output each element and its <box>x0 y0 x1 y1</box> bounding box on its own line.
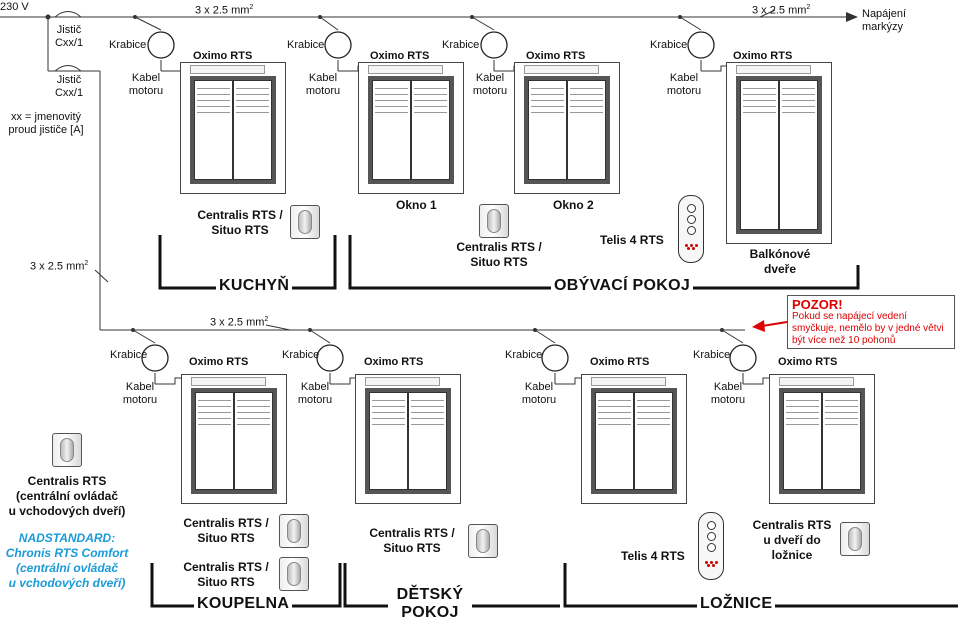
warning-title: POZOR! <box>792 297 843 312</box>
motor-label: Oximo RTS <box>370 50 430 62</box>
cable-spec-top: 3 x 2.5 mm2 <box>195 4 254 17</box>
window-2-label: Okno 2 <box>553 198 594 212</box>
window-bathroom <box>181 374 287 504</box>
motor-label: Oximo RTS <box>526 50 586 62</box>
wall-switch-icon <box>52 433 82 467</box>
telis-label-bedroom: Telis 4 RTS <box>621 549 685 563</box>
wall-switch-icon <box>279 557 309 591</box>
wall-switch-icon <box>290 205 320 239</box>
motor-label: Oximo RTS <box>590 356 650 368</box>
junction-box-label: Krabice <box>442 39 480 51</box>
telis-remote-icon <box>678 195 704 263</box>
wall-switch-icon <box>468 524 498 558</box>
room-kitchen: KUCHYŇ <box>216 278 293 294</box>
cable-spec-mid: 3 x 2.5 mm2 <box>210 316 269 329</box>
motor-label: Oximo RTS <box>733 50 793 62</box>
motor-label: Oximo RTS <box>189 356 249 368</box>
junction-box-label: Krabice <box>282 349 320 361</box>
junction-box-label: Krabice <box>109 39 147 51</box>
situo-control-kitchen: Centralis RTS /Situo RTS <box>197 208 283 237</box>
window-living-1 <box>358 62 464 194</box>
situo-control-bathroom-1: Centralis RTS /Situo RTS <box>183 516 269 545</box>
window-living-2 <box>514 62 620 194</box>
wall-switch-icon <box>279 514 309 548</box>
situo-control-living: Centralis RTS /Situo RTS <box>456 240 542 269</box>
window-kitchen <box>180 62 286 194</box>
situo-control-childrens: Centralis RTS /Situo RTS <box>369 526 455 555</box>
wall-switch-icon <box>479 204 509 238</box>
telis-label-living: Telis 4 RTS <box>600 233 664 247</box>
cable-spec-top-right: 3 x 2.5 mm2 <box>752 4 811 17</box>
warning-note: POZOR! Pokud se napájecí vedení smyčkuje… <box>787 295 955 349</box>
motor-label: Oximo RTS <box>193 50 253 62</box>
warning-text: Pokud se napájecí vedení smyčkuje, neměl… <box>792 311 944 346</box>
room-bathroom: KOUPELNA <box>194 596 293 612</box>
cable-spec-left: 3 x 2.5 mm2 <box>30 260 89 273</box>
supply-voltage: 230 V <box>0 1 29 13</box>
situo-control-bathroom-2: Centralis RTS /Situo RTS <box>183 560 269 589</box>
room-bedroom: LOŽNICE <box>697 596 776 612</box>
balcony-door <box>726 62 832 244</box>
junction-box-label: Krabice <box>287 39 325 51</box>
room-living: OBÝVACÍ POKOJ <box>551 278 694 294</box>
junction-box-label: Krabice <box>693 349 731 361</box>
junction-box-label: Krabice <box>110 349 148 361</box>
motor-label: Oximo RTS <box>778 356 838 368</box>
junction-box-label: Krabice <box>505 349 543 361</box>
wall-switch-icon <box>840 522 870 556</box>
window-1-label: Okno 1 <box>396 198 437 212</box>
window-bedroom-1 <box>581 374 687 504</box>
window-bedroom-2 <box>769 374 875 504</box>
junction-box-label: Krabice <box>650 39 688 51</box>
motor-label: Oximo RTS <box>364 356 424 368</box>
optional-timer-label: NADSTANDARD:Chronis RTS Comfort(centráln… <box>5 531 129 590</box>
window-childrens-room <box>355 374 461 504</box>
telis-remote-icon <box>698 512 724 580</box>
